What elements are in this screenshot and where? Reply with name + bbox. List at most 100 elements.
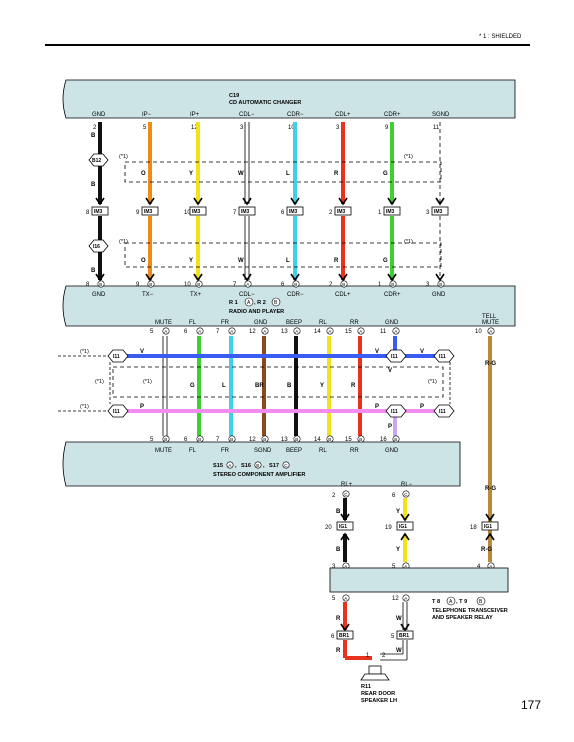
svg-text:IG1: IG1 — [484, 524, 492, 530]
connector-i11: I11 — [107, 404, 129, 418]
svg-text:11: 11 — [380, 329, 387, 335]
svg-text:B: B — [294, 282, 297, 287]
wire-code: R — [351, 383, 356, 389]
svg-text:RL−: RL− — [401, 482, 413, 488]
pin-tag: C — [342, 490, 350, 498]
svg-text:I11: I11 — [391, 409, 398, 415]
svg-text:,: , — [235, 463, 237, 469]
radio-pin-name: TX+ — [190, 292, 202, 298]
svg-text:B: B — [164, 437, 167, 442]
svg-text:, T 9: , T 9 — [456, 599, 467, 605]
svg-text:7: 7 — [216, 329, 220, 335]
amplifier-name: STEREO COMPONENT AMPLIFIER — [213, 472, 305, 478]
radio-name: RADIO AND PLAYER — [229, 309, 284, 315]
svg-text:5: 5 — [332, 596, 336, 602]
svg-text:7: 7 — [233, 210, 237, 216]
svg-text:IM3: IM3 — [434, 209, 443, 215]
svg-text:10: 10 — [184, 210, 191, 216]
arrow-down — [340, 623, 350, 632]
svg-text:B: B — [99, 282, 102, 287]
radio-out-name: RL — [319, 320, 327, 326]
svg-text:R: R — [336, 648, 341, 654]
svg-text:8: 8 — [86, 282, 90, 288]
svg-text:W: W — [396, 648, 402, 654]
svg-text:5: 5 — [392, 564, 396, 570]
pin-tag: B — [389, 280, 397, 288]
wire-code: R — [334, 171, 339, 177]
cd-pin-number: 5 — [143, 125, 147, 131]
svg-text:7: 7 — [216, 437, 220, 443]
svg-text:V: V — [388, 368, 392, 374]
svg-text:B12: B12 — [92, 158, 101, 164]
radio-out-name: RR — [350, 320, 359, 326]
cd-pin-name: CDR− — [287, 112, 304, 118]
shield-label-4: (*1) — [404, 239, 413, 245]
pin-tag: B — [340, 280, 348, 288]
svg-text:A: A — [230, 329, 234, 334]
wire-code: Y — [320, 383, 324, 389]
splice-b12: B12 — [88, 153, 109, 167]
svg-text:IM3: IM3 — [144, 209, 153, 215]
svg-text:2: 2 — [329, 210, 333, 216]
pin-tag: A — [228, 327, 236, 335]
arrow-down — [290, 197, 300, 206]
pin-tag: A — [402, 594, 410, 602]
wire-code: Y — [189, 171, 193, 177]
cd-pin-name: IP+ — [190, 112, 200, 118]
pin-tag: A — [342, 594, 350, 602]
pin-tag: A — [196, 327, 204, 335]
svg-text:B: B — [328, 437, 331, 442]
svg-text:6: 6 — [281, 210, 285, 216]
arrow-down — [145, 197, 155, 206]
wire-code: O — [141, 258, 146, 264]
wire-code: G — [383, 171, 388, 177]
cd-pin-name: CDL+ — [335, 112, 351, 118]
shield-upper-1 — [124, 161, 442, 183]
svg-text:P: P — [420, 404, 424, 410]
cd-pin-number: 10 — [288, 125, 295, 131]
cd-changer-name: CD AUTOMATIC CHANGER — [229, 100, 301, 106]
svg-text:1: 1 — [378, 282, 382, 288]
pin-tag: B — [228, 435, 236, 443]
amp-pin-name: BEEP — [286, 448, 302, 454]
svg-text:B: B — [479, 599, 483, 605]
wire-code: L — [222, 383, 226, 389]
svg-text:P: P — [388, 424, 392, 430]
connector-i11: I11 — [385, 404, 407, 418]
svg-text:A: A — [344, 564, 348, 569]
pin-tag: A — [326, 327, 334, 335]
arrow-down — [340, 513, 350, 522]
arrow-down — [145, 273, 155, 282]
svg-text:B: B — [342, 282, 345, 287]
radio-id: R 1 A , R 2 B — [229, 297, 281, 307]
wire-code: W — [238, 258, 244, 264]
cd-changer-id: C19 — [229, 93, 239, 99]
svg-text:A: A — [263, 329, 267, 334]
svg-text:A: A — [489, 329, 493, 334]
svg-text:12: 12 — [249, 437, 256, 443]
svg-text:V: V — [375, 349, 379, 355]
pin-tag: B — [195, 280, 203, 288]
shielded-note: * 1 : SHIELDED — [479, 34, 522, 40]
svg-text:1: 1 — [378, 210, 382, 216]
arrow-down — [485, 513, 495, 522]
svg-text:IM3: IM3 — [192, 209, 201, 215]
svg-text:R: R — [336, 616, 341, 622]
amp-pin-name: RR — [350, 448, 359, 454]
connector-im3: IM3 — [141, 206, 159, 216]
svg-text:A: A — [295, 329, 299, 334]
svg-text:3: 3 — [426, 282, 430, 288]
amp-id-tag: B — [254, 461, 262, 469]
svg-text:8: 8 — [86, 210, 90, 216]
wire-code: B — [287, 383, 292, 389]
connector-im3: IM3 — [189, 206, 207, 216]
amp-id-tag: C — [282, 461, 290, 469]
svg-text:S17: S17 — [269, 463, 279, 469]
svg-text:6: 6 — [392, 493, 396, 499]
shield-label-1: (*1) — [119, 154, 128, 160]
arrow-down — [338, 197, 348, 206]
connector-ig1: IG1 — [336, 521, 354, 531]
arrow-down — [193, 197, 203, 206]
svg-text:I11: I11 — [113, 409, 120, 415]
